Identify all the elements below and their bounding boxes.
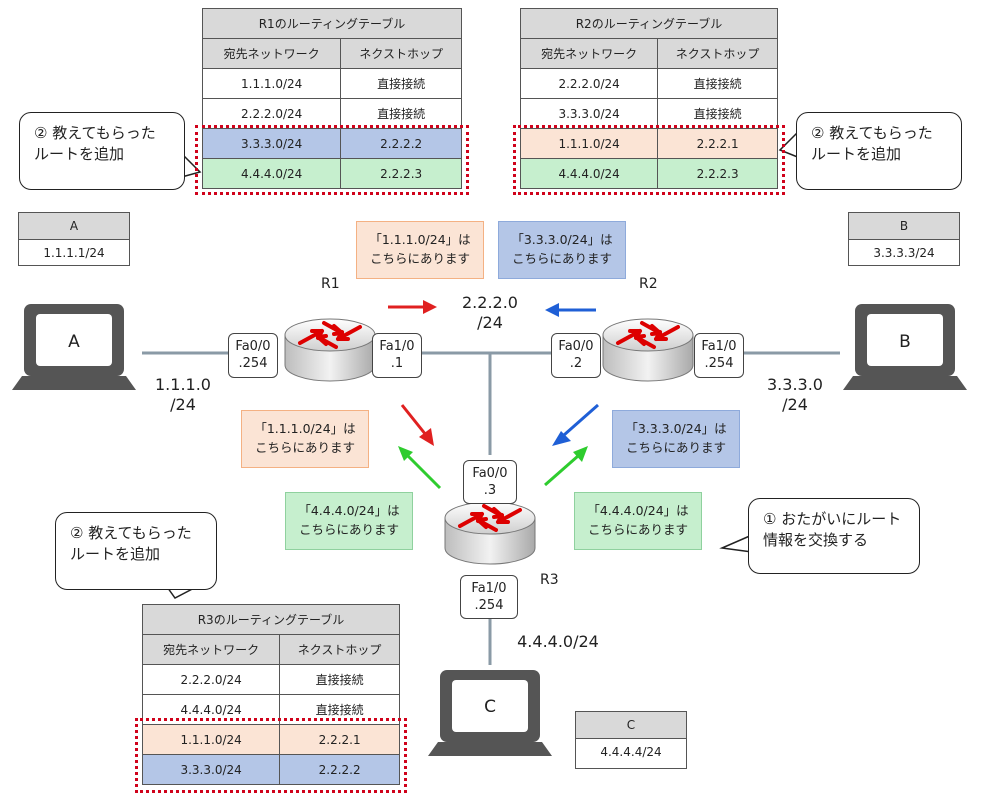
note-r2-advertise-3: 「3.3.3.0/24」はこちらにあります [498,221,626,279]
net4-label: 4.4.4.0/24 [517,632,599,651]
col-header-next: ネクストホップ [279,634,400,665]
note-r3-to-r1: 「4.4.4.0/24」はこちらにあります [285,492,413,550]
note-r1-to-r3: 「1.1.1.0/24」はこちらにあります [241,410,369,468]
r1-fa00-box: Fa0/0.254 [228,333,278,378]
pc-a-label: A [68,332,80,352]
pc-b-label: B [899,332,911,352]
net2-label: 2.2.2.0/24 [462,293,518,332]
table-title: R3のルーティングテーブル [142,604,400,635]
routing-table-r3: R3のルーティングテーブル 宛先ネットワークネクストホップ 2.2.2.0/24… [141,604,400,785]
table-title: R1のルーティングテーブル [202,8,462,39]
note-r3-to-r2: 「4.4.4.0/24」はこちらにあります [574,492,702,550]
router-r1-name: R1 [321,276,340,292]
r2-fa10-box: Fa1/0.254 [694,333,744,378]
note-r2-to-r3: 「3.3.3.0/24」はこちらにあります [612,410,740,468]
col-header-next: ネクストホップ [657,38,778,69]
routing-table-r1: R1のルーティングテーブル 宛先ネットワークネクストホップ 1.1.1.0/24… [201,8,462,189]
arrow-red-down-icon [400,404,434,446]
arrow-red-right-icon [388,300,437,314]
callout-exchange: ① おたがいにルート情報を交換する [748,498,920,574]
added-routes-highlight-r1 [195,125,469,195]
r2-fa00-box: Fa0/0.2 [551,333,601,378]
added-routes-highlight-r3 [135,718,407,793]
added-routes-highlight-r2 [513,125,785,195]
arrow-blue-down-icon [552,403,599,446]
router-r3-icon [443,500,537,566]
col-header-dest: 宛先ネットワーク [201,38,342,69]
net3-label: 3.3.3.0/24 [767,375,823,414]
r1-fa10-box: Fa1/0.1 [372,333,422,378]
r3-fa00-box: Fa0/0.3 [463,460,517,504]
arrow-green-up-left-icon [398,446,442,490]
pc-c-label: C [484,697,496,717]
arrow-green-up-right-icon [544,446,588,487]
col-header-next: ネクストホップ [340,38,462,69]
bubble-tail-exchange [719,534,753,553]
callout-r3-added: ② 教えてもらったルートを追加 [55,512,217,590]
router-r2-icon [601,317,695,383]
col-header-dest: 宛先ネットワーク [141,634,281,665]
router-r1-icon [283,317,377,383]
arrow-blue-left-icon [545,303,596,317]
callout-r2-added: ② 教えてもらったルートを追加 [796,112,962,190]
router-r2-name: R2 [639,276,658,292]
callout-r1-added: ② 教えてもらったルートを追加 [19,112,185,190]
r3-fa10-box: Fa1/0.254 [460,575,518,619]
col-header-dest: 宛先ネットワーク [519,38,659,69]
table-title: R2のルーティングテーブル [520,8,778,39]
net1-label: 1.1.1.0/24 [155,375,211,414]
bubble-tail-r2 [778,129,801,159]
note-r1-advertise-1: 「1.1.1.0/24」はこちらにあります [356,221,484,279]
router-r3-name: R3 [540,572,559,588]
routing-table-r2: R2のルーティングテーブル 宛先ネットワークネクストホップ 2.2.2.0/24… [519,8,778,189]
